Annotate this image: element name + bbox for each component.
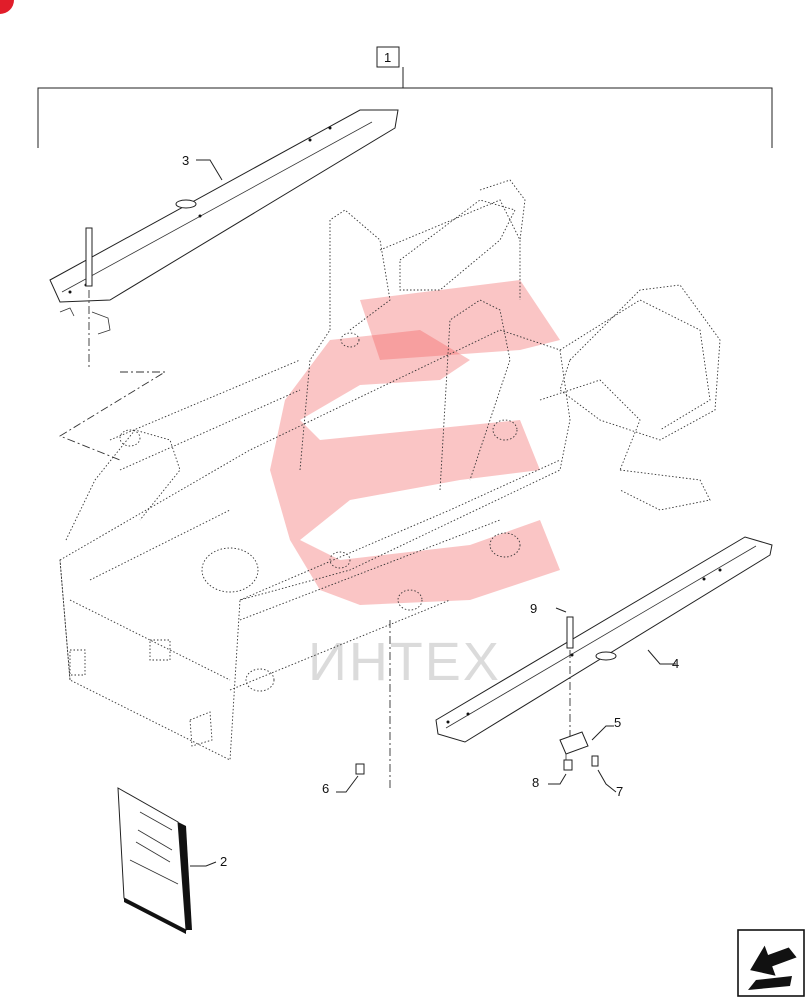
callout-5[interactable]: 5 bbox=[614, 715, 621, 730]
arrow-navigation-icon[interactable] bbox=[737, 929, 805, 997]
callout-6[interactable]: 6 bbox=[322, 781, 329, 796]
part-9-bolt bbox=[566, 616, 574, 740]
corner-badge-icon bbox=[0, 0, 14, 14]
part-5-bracket bbox=[559, 731, 589, 762]
part-8-nut bbox=[563, 759, 573, 771]
callout-1[interactable]: 1 bbox=[384, 50, 391, 65]
watermark-logo bbox=[270, 280, 560, 605]
part-6-fastener bbox=[355, 763, 365, 775]
guide-line-left bbox=[58, 371, 167, 461]
part-2-manual bbox=[117, 787, 192, 934]
callout-4[interactable]: 4 bbox=[672, 656, 679, 671]
part-4-rail-cover bbox=[435, 536, 773, 743]
callout-9[interactable]: 9 bbox=[530, 601, 537, 616]
loader-frame bbox=[59, 179, 721, 761]
watermark-text: ИНТЕХ bbox=[308, 632, 501, 692]
part-7-bolt bbox=[591, 755, 599, 767]
callout-8[interactable]: 8 bbox=[532, 775, 539, 790]
callout-7[interactable]: 7 bbox=[616, 784, 623, 799]
part-3-rail-cover bbox=[49, 109, 399, 303]
kit-bracket: 1 bbox=[37, 46, 773, 148]
callout-2[interactable]: 2 bbox=[220, 854, 227, 869]
callout-3[interactable]: 3 bbox=[182, 153, 189, 168]
bolt-upper bbox=[59, 227, 111, 370]
